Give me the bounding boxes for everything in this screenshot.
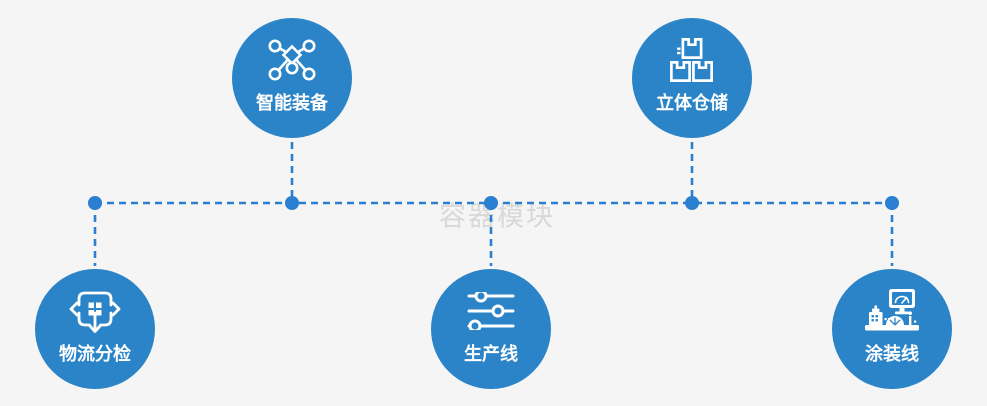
- junction-dot: [484, 196, 498, 210]
- node-label: 生产线: [464, 344, 518, 364]
- node-stereoscopic-warehouse: 立体仓储: [632, 18, 752, 138]
- distribute-arrows-icon: [69, 288, 121, 333]
- junction-dot: [88, 196, 102, 210]
- node-label: 立体仓储: [656, 93, 728, 113]
- node-intelligent-equipment: 智能装备: [232, 18, 352, 138]
- node-label: 涂装线: [865, 344, 919, 364]
- node-production-line: 生产线: [431, 269, 551, 389]
- stacked-boxes-icon: [669, 37, 715, 82]
- junction-dot: [885, 196, 899, 210]
- node-painting-line: 涂装线: [832, 269, 952, 389]
- junction-dots: [88, 196, 899, 210]
- spray-console-icon: [864, 288, 920, 333]
- junction-dot: [285, 196, 299, 210]
- sliders-icon: [467, 288, 515, 333]
- node-logistics-sorting: 物流分检: [35, 269, 155, 389]
- junction-dot: [685, 196, 699, 210]
- node-label: 智能装备: [256, 93, 328, 113]
- node-label: 物流分检: [59, 344, 131, 364]
- network-nodes-icon: [268, 37, 316, 82]
